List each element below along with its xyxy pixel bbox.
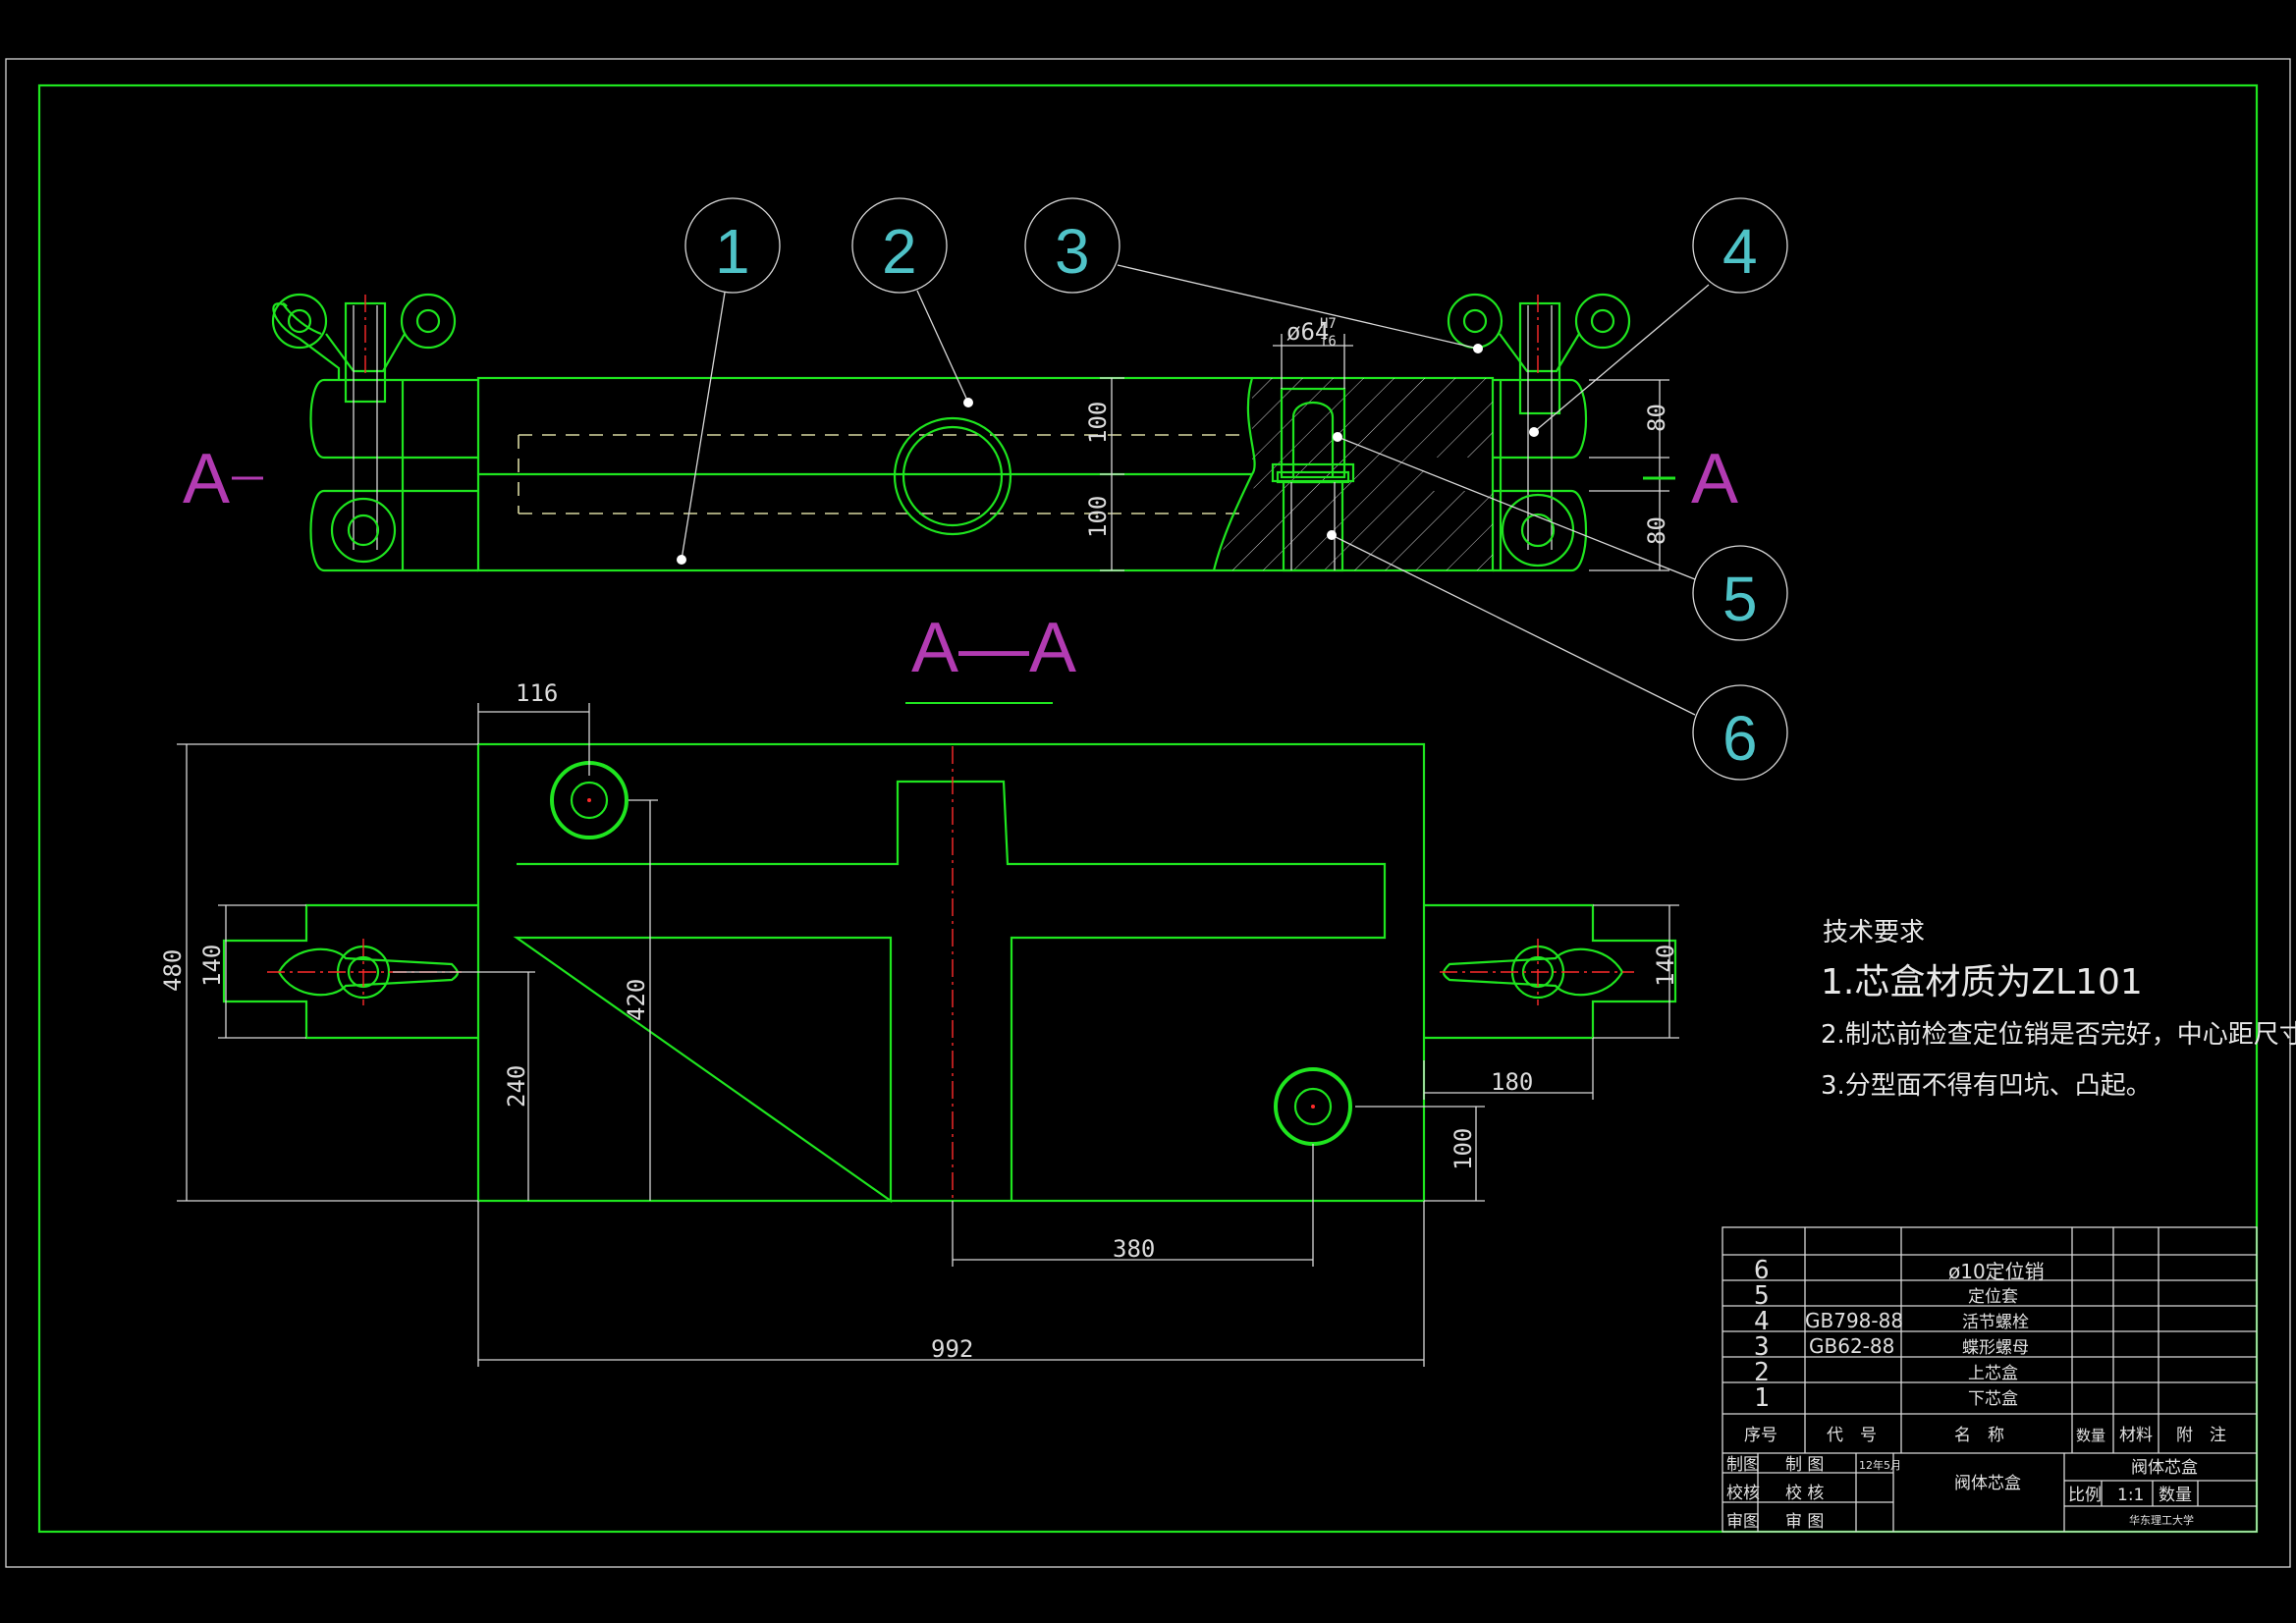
dim-hole-offset: 116 [516, 679, 558, 707]
bom-row-3-name: 蝶形螺母 [1962, 1338, 2029, 1358]
bom-row-4-name: 活节螺栓 [1962, 1313, 2029, 1332]
dim-top-upper: 100 [1084, 402, 1112, 444]
note-item-1: 1.芯盒材质为ZL101 [1821, 962, 2143, 1002]
balloon-6-label: 6 [1722, 703, 1758, 774]
dim-bore-fit-shaft: f6 [1320, 334, 1337, 350]
bom-header-code: 代 号 [1827, 1426, 1877, 1445]
tb-role-approve: 审图 [1726, 1512, 1760, 1532]
bom-header-no: 序号 [1744, 1426, 1777, 1445]
dim-top-bore: ø64 [1286, 318, 1329, 346]
bom-header-material: 材料 [2119, 1426, 2153, 1445]
balloon-3 [1024, 197, 1121, 294]
section-marker-right: A [1691, 440, 1738, 518]
bom-row-2-no: 2 [1754, 1358, 1770, 1387]
sheet-outer-border [5, 58, 2291, 1568]
tb-school: 华东理工大学 [2129, 1513, 2194, 1527]
bom-header-qty: 数量 [2076, 1427, 2105, 1444]
bom-row-5-name: 定位套 [1968, 1287, 2018, 1307]
tb-role-check: 校核 [1726, 1484, 1760, 1503]
dim-right-lower: 80 [1643, 516, 1670, 545]
balloon-4-label: 4 [1722, 216, 1758, 287]
balloon-5 [1692, 545, 1788, 641]
bom-header-name: 名 称 [1954, 1426, 2004, 1445]
bom-row-1-no: 1 [1754, 1383, 1770, 1413]
bom-row-2-name: 上芯盒 [1968, 1364, 2018, 1383]
dim-right-upper: 80 [1643, 404, 1670, 432]
dim-lug-right: 140 [1652, 945, 1679, 987]
notes-title: 技术要求 [1823, 918, 1925, 947]
note-item-2: 2.制芯前检查定位销是否完好，中心距尺寸是否超差; [1821, 1020, 2296, 1050]
balloon-2 [851, 197, 948, 294]
bom-header-remark: 附 注 [2176, 1426, 2226, 1445]
bom-row-5-no: 5 [1754, 1281, 1770, 1311]
tb-qty-label: 数量 [2159, 1486, 2192, 1505]
balloon-3-label: 3 [1055, 216, 1090, 287]
dim-pin-height: 420 [623, 979, 650, 1021]
tb-name-draw: 制 图 [1785, 1455, 1824, 1475]
bom-row-3-code: GB62-88 [1809, 1334, 1894, 1358]
section-view: 116 480 140 140 240 420 180 100 [159, 679, 1679, 1367]
dim-pin-left: 240 [503, 1065, 530, 1108]
balloon-1 [684, 197, 781, 294]
technical-notes: 技术要求 1.芯盒材质为ZL101 2.制芯前检查定位销是否完好，中心距尺寸是否… [1821, 918, 2296, 1101]
note-item-3: 3.分型面不得有凹坑、凸起。 [1821, 1071, 2152, 1101]
tb-scale: 1:1 [2117, 1486, 2144, 1505]
bom-row-6-name: ø10定位销 [1948, 1260, 2045, 1283]
bom-row-1-name: 下芯盒 [1968, 1389, 2018, 1409]
bom-row-4-code: GB798-88 [1805, 1309, 1903, 1332]
core-cavity [513, 780, 1387, 1204]
section-view-title: A—A [911, 609, 1076, 687]
bushing [1280, 387, 1346, 479]
tb-name-approve: 审 图 [1785, 1512, 1824, 1532]
sheet-inner-border [37, 83, 2259, 1534]
tb-product: 阀体芯盒 [2131, 1458, 2198, 1478]
dim-top-lower: 100 [1084, 496, 1112, 538]
balloon-1-label: 1 [715, 216, 750, 287]
section-marker-left: A [183, 440, 230, 518]
dim-length-total: 992 [931, 1335, 973, 1363]
balloon-2-label: 2 [882, 216, 917, 287]
boss-inner-circle [902, 425, 1004, 527]
dim-bore-fit-hole: H7 [1320, 316, 1337, 332]
bom-row-6-no: 6 [1754, 1256, 1770, 1285]
dim-lug-left: 140 [198, 945, 226, 987]
tb-role-draw: 制图 [1726, 1455, 1760, 1475]
bom-row-4-no: 4 [1754, 1307, 1770, 1336]
dim-pin-spacing: 380 [1113, 1235, 1155, 1263]
top-view: 100 100 80 80 ø64 H7 f6 A A [183, 293, 1738, 572]
tb-scale-label: 比例 [2068, 1486, 2102, 1505]
tb-date: 12年5月 [1859, 1458, 1901, 1472]
title-block: 6 ø10定位销 5 定位套 4 GB798-88 活节螺栓 3 GB62-88… [1722, 1226, 2258, 1533]
balloons: 1 2 3 4 5 6 [677, 197, 1788, 781]
balloon-5-label: 5 [1722, 564, 1758, 634]
dim-height-total: 480 [159, 949, 187, 992]
bom-row-3-no: 3 [1754, 1332, 1770, 1362]
section-body [476, 742, 1426, 1203]
balloon-4 [1692, 197, 1788, 294]
dim-pin-bottom: 100 [1449, 1128, 1477, 1170]
tb-drawing-name: 阀体芯盒 [1954, 1474, 2021, 1493]
tb-name-check: 校 核 [1785, 1484, 1824, 1503]
balloon-6 [1692, 684, 1788, 781]
boss-outer-circle [893, 416, 1012, 536]
dim-lug-length: 180 [1491, 1068, 1533, 1096]
